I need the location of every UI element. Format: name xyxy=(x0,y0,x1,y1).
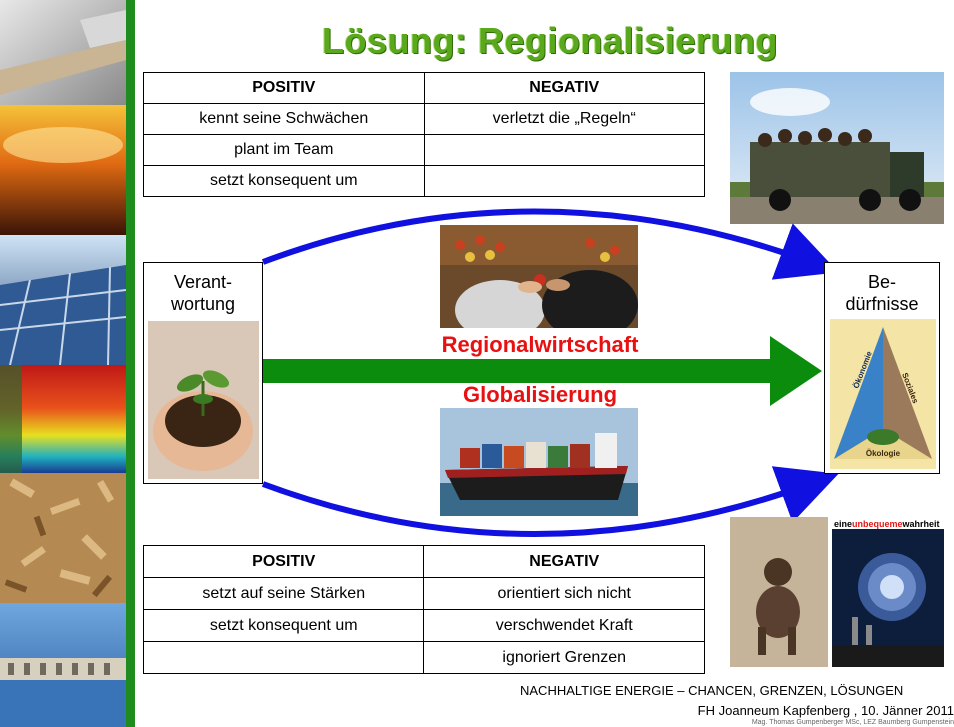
container-ship-photo xyxy=(440,408,638,516)
poster-title-part1: eine xyxy=(834,519,852,529)
hydro-plant-photo xyxy=(0,603,126,727)
table-row: setzt auf seine Stärken orientiert sich … xyxy=(142,577,705,610)
top-comparison-table: POSITIV NEGATIV kennt seine Schwächen ve… xyxy=(143,72,706,197)
market-photo xyxy=(440,225,638,328)
table-cell xyxy=(423,165,706,197)
child-photo xyxy=(730,517,828,667)
lower-curved-arrow xyxy=(261,466,839,537)
bottom-comparison-table: POSITIV NEGATIV setzt auf seine Stärken … xyxy=(142,545,705,674)
upper-curved-arrow xyxy=(261,208,839,280)
truck-photo xyxy=(730,72,944,224)
steel-photo xyxy=(0,0,126,105)
table-cell: orientiert sich nicht xyxy=(423,577,705,610)
table-row: setzt konsequent um xyxy=(143,165,706,197)
needs-label-line1: Be- xyxy=(867,272,896,292)
solar-panel-photo xyxy=(0,235,126,365)
svg-text:eineunbequemewahrheit: eineunbequemewahrheit xyxy=(834,519,940,529)
table-row: setzt konsequent um verschwendet Kraft xyxy=(142,609,705,642)
pyramid-bottom-label: Ökologie xyxy=(866,449,901,458)
green-arrow xyxy=(263,336,822,406)
table-cell: ignoriert Grenzen xyxy=(423,641,705,674)
header-positiv: POSITIV xyxy=(142,545,425,578)
poster-title-part3: wahrheit xyxy=(902,519,940,529)
responsibility-box: Verant- wortung xyxy=(143,262,263,484)
table-cell: setzt konsequent um xyxy=(142,609,425,642)
table-cell: verschwendet Kraft xyxy=(423,609,705,642)
poster-title-part2: unbequeme xyxy=(852,519,903,529)
table-cell: setzt auf seine Stärken xyxy=(142,577,425,610)
table-cell: setzt konsequent um xyxy=(143,165,425,197)
slide-title: Lösung: Regionalisierung xyxy=(321,20,778,61)
responsibility-label-line2: wortung xyxy=(170,294,236,314)
table-row: plant im Team xyxy=(143,134,706,166)
table-header-row: POSITIV NEGATIV xyxy=(143,72,706,104)
photo-strip xyxy=(0,0,126,727)
table-row: kennt seine Schwächen verletzt die „Rege… xyxy=(143,103,706,135)
table-cell: kennt seine Schwächen xyxy=(143,103,425,135)
table-cell xyxy=(142,641,425,674)
table-header-row: POSITIV NEGATIV xyxy=(142,545,705,578)
footer-author: Mag. Thomas Gumpenberger MSc, LEZ Baumbe… xyxy=(751,719,954,726)
needs-label-line2: dürfnisse xyxy=(845,294,919,314)
seedling-in-hands-photo xyxy=(148,321,259,479)
sustainability-pyramid-image: Ökonomie Soziales Ökologie xyxy=(830,319,936,469)
table-cell: plant im Team xyxy=(143,134,425,166)
footer-event: FH Joanneum Kapfenberg , 10. Jänner 2011 xyxy=(697,703,954,718)
table-cell: verletzt die „Regeln“ xyxy=(423,103,706,135)
footer-title: NACHHALTIGE ENERGIE – CHANCEN, GRENZEN, … xyxy=(520,683,904,698)
fire-photo xyxy=(0,105,126,235)
header-negativ: NEGATIV xyxy=(423,545,705,578)
thermal-image-photo xyxy=(0,365,126,473)
regional-economy-label: Regionalwirtschaft xyxy=(441,332,639,357)
globalization-label: Globalisierung xyxy=(462,382,618,407)
wood-chips-photo xyxy=(0,473,126,603)
sidebar-accent-bar xyxy=(126,0,135,727)
responsibility-label-line1: Verant- xyxy=(173,272,233,292)
needs-box: Be- dürfnisse Ökonomie Soziales Ökologie xyxy=(824,262,940,474)
table-row: ignoriert Grenzen xyxy=(142,641,705,674)
inconvenient-truth-poster: eineunbequemewahrheit xyxy=(832,517,944,667)
